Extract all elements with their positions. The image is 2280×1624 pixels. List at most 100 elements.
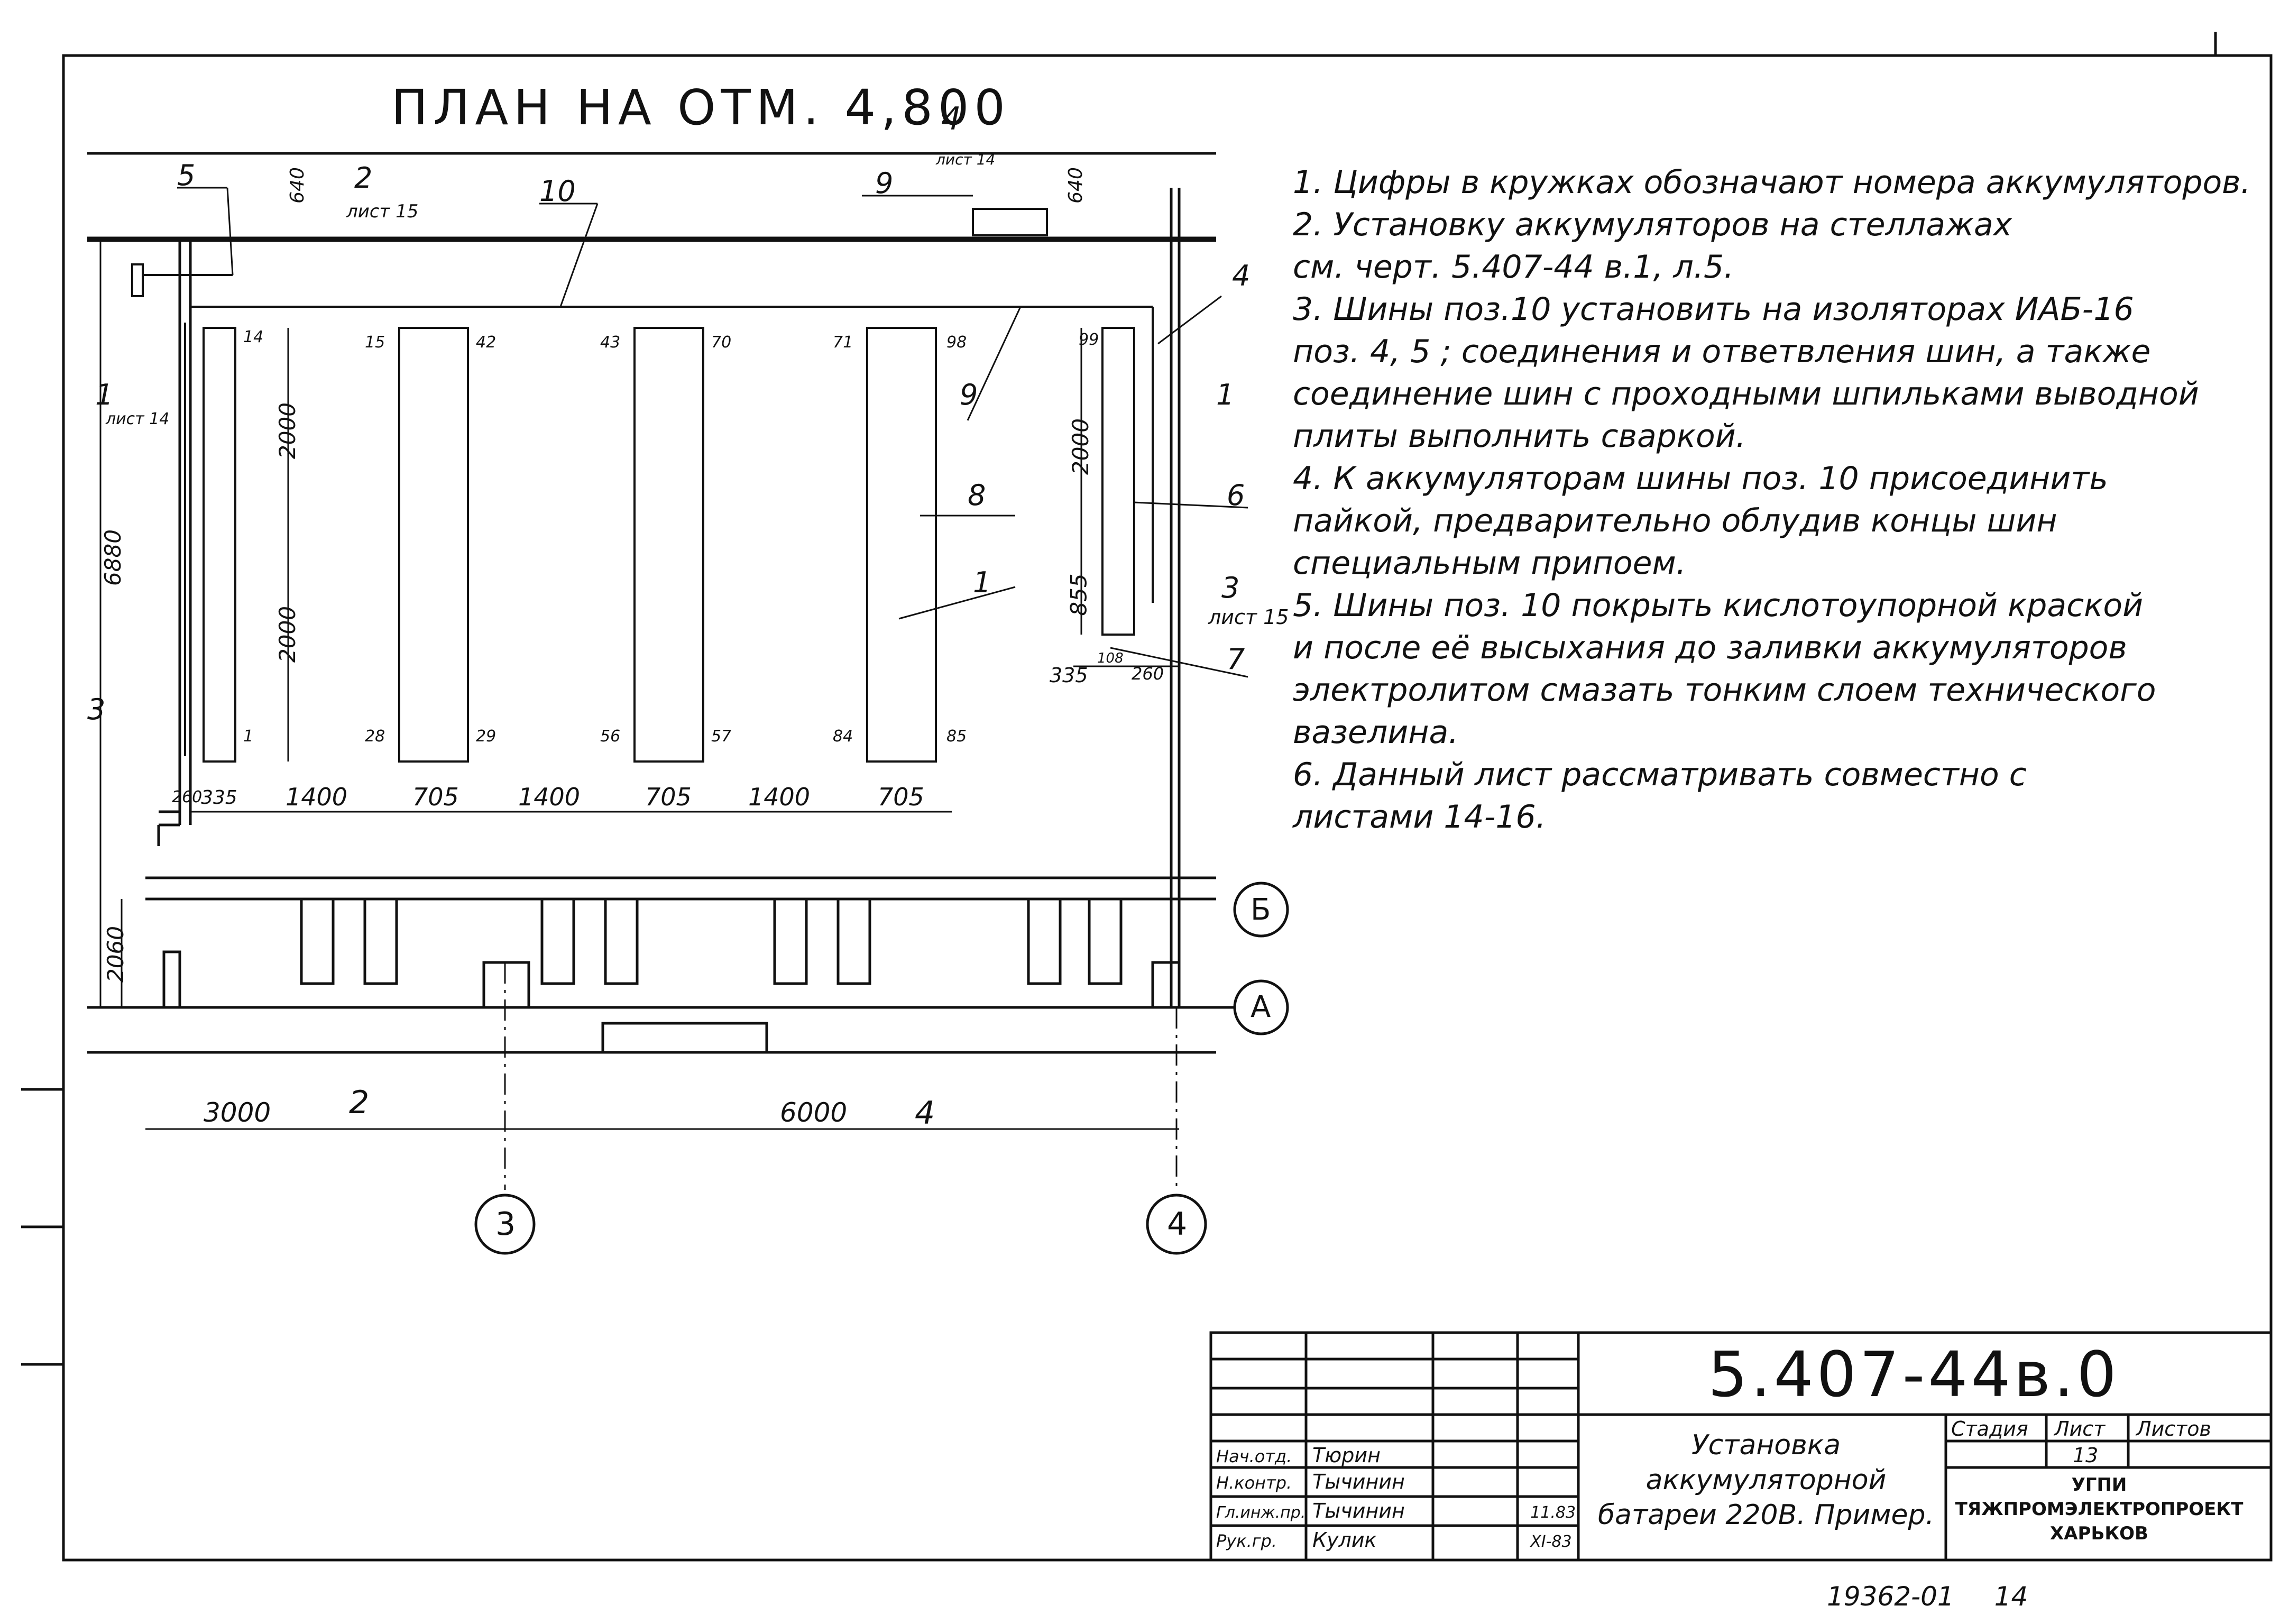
dim-260-left: 260 bbox=[172, 788, 203, 806]
signature-row: Гл.инж.пр. Тычинин 11.83 bbox=[1216, 1499, 1576, 1522]
dim-6880: 6880 bbox=[99, 529, 126, 586]
section-1-left: 1 bbox=[95, 378, 114, 411]
axis-3-label: 3 bbox=[495, 1206, 516, 1243]
document-title: Установка аккумуляторной батареи 220В. П… bbox=[1597, 1428, 1935, 1533]
sheet-header: Лист bbox=[2054, 1417, 2106, 1441]
axis-B-label: Б bbox=[1251, 893, 1271, 927]
note-line: см. черт. 5.407-44 в.1, л.5. bbox=[1293, 249, 1734, 286]
organization-line: ХАРЬКОВ bbox=[2050, 1523, 2148, 1544]
dim-2000-c: 2000 bbox=[1067, 418, 1093, 475]
callout-8: 8 bbox=[968, 479, 986, 512]
battery-number-1: 1 bbox=[243, 727, 254, 746]
document-title-line: батареи 220В. Пример. bbox=[1597, 1499, 1935, 1531]
document-title-line: аккумуляторной bbox=[1645, 1464, 1887, 1496]
dim-855: 855 bbox=[1065, 573, 1092, 616]
dim-335-right: 335 bbox=[1050, 664, 1088, 687]
note-line: соединение шин с проходными шпильками вы… bbox=[1293, 375, 2199, 412]
archive-sheet: 14 bbox=[1994, 1581, 2028, 1612]
section-2-top-sheet: лист 15 bbox=[346, 201, 419, 222]
section-3-right: 3 bbox=[1221, 571, 1240, 604]
signature-row: Рук.гр. Кулик XI-83 bbox=[1216, 1528, 1572, 1552]
callout-10: 10 bbox=[539, 175, 576, 208]
callout-9-top: 9 bbox=[875, 167, 894, 200]
sheets-header: Листов bbox=[2136, 1417, 2211, 1441]
stamp-table bbox=[1209, 1331, 2273, 1562]
battery-number-14: 14 bbox=[243, 328, 264, 346]
callout-6: 6 bbox=[1227, 479, 1245, 512]
signature-row: Нач.отд. Тюрин bbox=[1216, 1444, 1439, 1467]
signature-name: Тюрин bbox=[1312, 1444, 1381, 1467]
section-1-right: 1 bbox=[1216, 378, 1235, 411]
signature-row: Н.контр. Тычинин bbox=[1216, 1470, 1439, 1493]
section-1-left-sheet: лист 14 bbox=[106, 410, 170, 428]
axis-4-circle bbox=[1146, 1194, 1207, 1255]
note-line: электролитом смазать тонким слоем технич… bbox=[1293, 672, 2156, 709]
signature-role: Рук.гр. bbox=[1216, 1531, 1277, 1551]
archive-number: 19362-01 14 bbox=[1827, 1581, 2028, 1612]
section-4-bottom: 4 bbox=[915, 1095, 935, 1132]
dim-640-right: 640 bbox=[1064, 167, 1087, 204]
sheet-frame bbox=[62, 54, 2273, 1562]
note-line: вазелина. bbox=[1293, 714, 1459, 751]
note-line: и после её высыхания до заливки аккумуля… bbox=[1293, 629, 2127, 666]
note-line: 5. Шины поз. 10 покрыть кислотоупорной к… bbox=[1293, 587, 2144, 624]
section-2-top: 2 bbox=[354, 161, 373, 195]
building-walls bbox=[87, 152, 1216, 1054]
battery-number-71: 71 bbox=[833, 333, 853, 352]
section-4-top-sheet: лист 14 bbox=[936, 151, 996, 168]
battery-number-56: 56 bbox=[600, 727, 621, 746]
dim-1400-a: 1400 bbox=[286, 783, 348, 811]
document-title-line: Установка bbox=[1691, 1429, 1841, 1461]
axis-4-label: 4 bbox=[1167, 1206, 1188, 1243]
callout-7: 7 bbox=[1227, 643, 1245, 676]
dim-260-right: 260 bbox=[1132, 664, 1164, 684]
note-line: специальным припоем. bbox=[1293, 545, 1686, 582]
note-line: листами 14-16. bbox=[1293, 799, 1546, 836]
document-code: 5.407-44в.0 bbox=[1708, 1338, 2120, 1411]
section-3-left: 3 bbox=[87, 693, 106, 726]
battery-number-98: 98 bbox=[946, 333, 967, 352]
battery-number-85: 85 bbox=[946, 727, 967, 746]
axis-3-circle bbox=[474, 1194, 536, 1255]
dim-2000-a: 2000 bbox=[274, 402, 300, 459]
dim-2060: 2060 bbox=[102, 926, 128, 983]
axis-A-label: А bbox=[1251, 990, 1271, 1024]
callout-9-bottom: 9 bbox=[960, 378, 978, 411]
archive-number-code: 19362-01 bbox=[1827, 1581, 1954, 1612]
battery-number-70: 70 bbox=[711, 333, 732, 352]
dim-3000: 3000 bbox=[204, 1097, 271, 1128]
battery-number-43: 43 bbox=[600, 333, 621, 352]
battery-racks bbox=[203, 327, 1135, 763]
dim-705-c: 705 bbox=[878, 783, 924, 811]
callout-4: 4 bbox=[1232, 259, 1251, 292]
battery-number-84: 84 bbox=[833, 727, 853, 746]
note-line: поз. 4, 5 ; соединения и ответвления шин… bbox=[1293, 333, 2151, 370]
battery-number-57: 57 bbox=[711, 727, 732, 746]
busbar bbox=[131, 208, 1154, 756]
axis-B-circle bbox=[1233, 882, 1289, 938]
note-line: 1. Цифры в кружках обозначают номера акк… bbox=[1293, 164, 2251, 201]
battery-number-99: 99 bbox=[1079, 331, 1099, 349]
note-line: 6. Данный лист рассматривать совместно с bbox=[1293, 756, 2027, 793]
organization-line: ТЯЖПРОМЭЛЕКТРОПРОЕКТ bbox=[1955, 1499, 2244, 1520]
sheet-number: 13 bbox=[2073, 1444, 2099, 1467]
note-line: пайкой, предварительно облудив концы шин bbox=[1293, 502, 2057, 539]
callout-5: 5 bbox=[177, 159, 196, 192]
section-2-bottom: 2 bbox=[349, 1084, 370, 1121]
dim-2000-b: 2000 bbox=[274, 606, 300, 663]
signature-role: Нач.отд. bbox=[1216, 1446, 1292, 1466]
battery-number-42: 42 bbox=[476, 333, 497, 352]
dim-1400-c: 1400 bbox=[748, 783, 811, 811]
stage-header: Стадия bbox=[1951, 1417, 2028, 1441]
note-line: 3. Шины поз.10 установить на изоляторах … bbox=[1293, 291, 2134, 328]
organization: УГПИ ТЯЖПРОМЭЛЕКТРОПРОЕКТ ХАРЬКОВ bbox=[1946, 1473, 2253, 1546]
window-recesses bbox=[300, 897, 1123, 985]
signature-role: Н.контр. bbox=[1216, 1473, 1292, 1493]
signature-date: 11.83 bbox=[1530, 1503, 1576, 1522]
plan-title: ПЛАН НА ОТМ. 4,800 bbox=[391, 79, 1010, 136]
battery-number-28: 28 bbox=[365, 727, 385, 746]
dim-6000: 6000 bbox=[780, 1097, 848, 1128]
dim-335-left: 335 bbox=[201, 787, 237, 809]
dimension-lines bbox=[87, 152, 1216, 1130]
